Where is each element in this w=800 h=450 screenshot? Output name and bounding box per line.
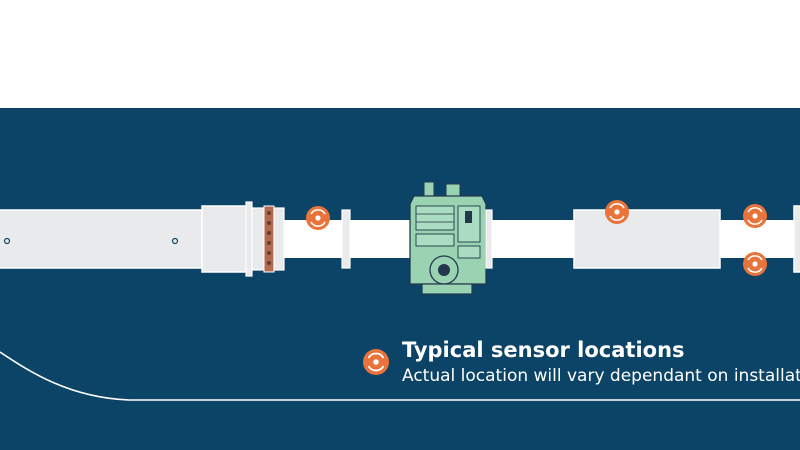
flange-bolt — [267, 211, 271, 215]
right-spool — [573, 209, 721, 269]
legend-sensor-icon — [363, 349, 389, 375]
legend-subtitle: Actual location will vary dependant on i… — [402, 366, 800, 386]
sensor-icon[interactable] — [743, 252, 767, 276]
pump-device — [409, 181, 487, 295]
flange-plate — [251, 207, 265, 271]
outlet-pipe — [492, 220, 574, 258]
bolt-hole — [171, 237, 179, 245]
flange-bolt — [267, 261, 271, 265]
legend-title: Typical sensor locations — [402, 338, 685, 362]
inlet-pipe — [350, 220, 410, 258]
outlet-flange — [485, 209, 493, 269]
sensor-icon[interactable] — [743, 204, 767, 228]
ground-curve — [0, 351, 800, 401]
flange-plate — [273, 207, 285, 271]
left-pipe — [0, 209, 203, 269]
far-right-pipe — [793, 205, 800, 273]
background-panel — [0, 108, 800, 450]
bolt-hole — [3, 237, 11, 245]
flange-ring — [245, 201, 253, 277]
flange-bolts — [267, 211, 271, 265]
flange-bolt — [267, 241, 271, 245]
flange-bolt — [267, 231, 271, 235]
inlet-flange — [341, 209, 351, 269]
flange-bolt — [267, 251, 271, 255]
sensor-icon[interactable] — [605, 200, 629, 224]
flange-bolt — [267, 221, 271, 225]
sensor-icon[interactable] — [306, 206, 330, 230]
pipe-spool — [201, 205, 249, 273]
